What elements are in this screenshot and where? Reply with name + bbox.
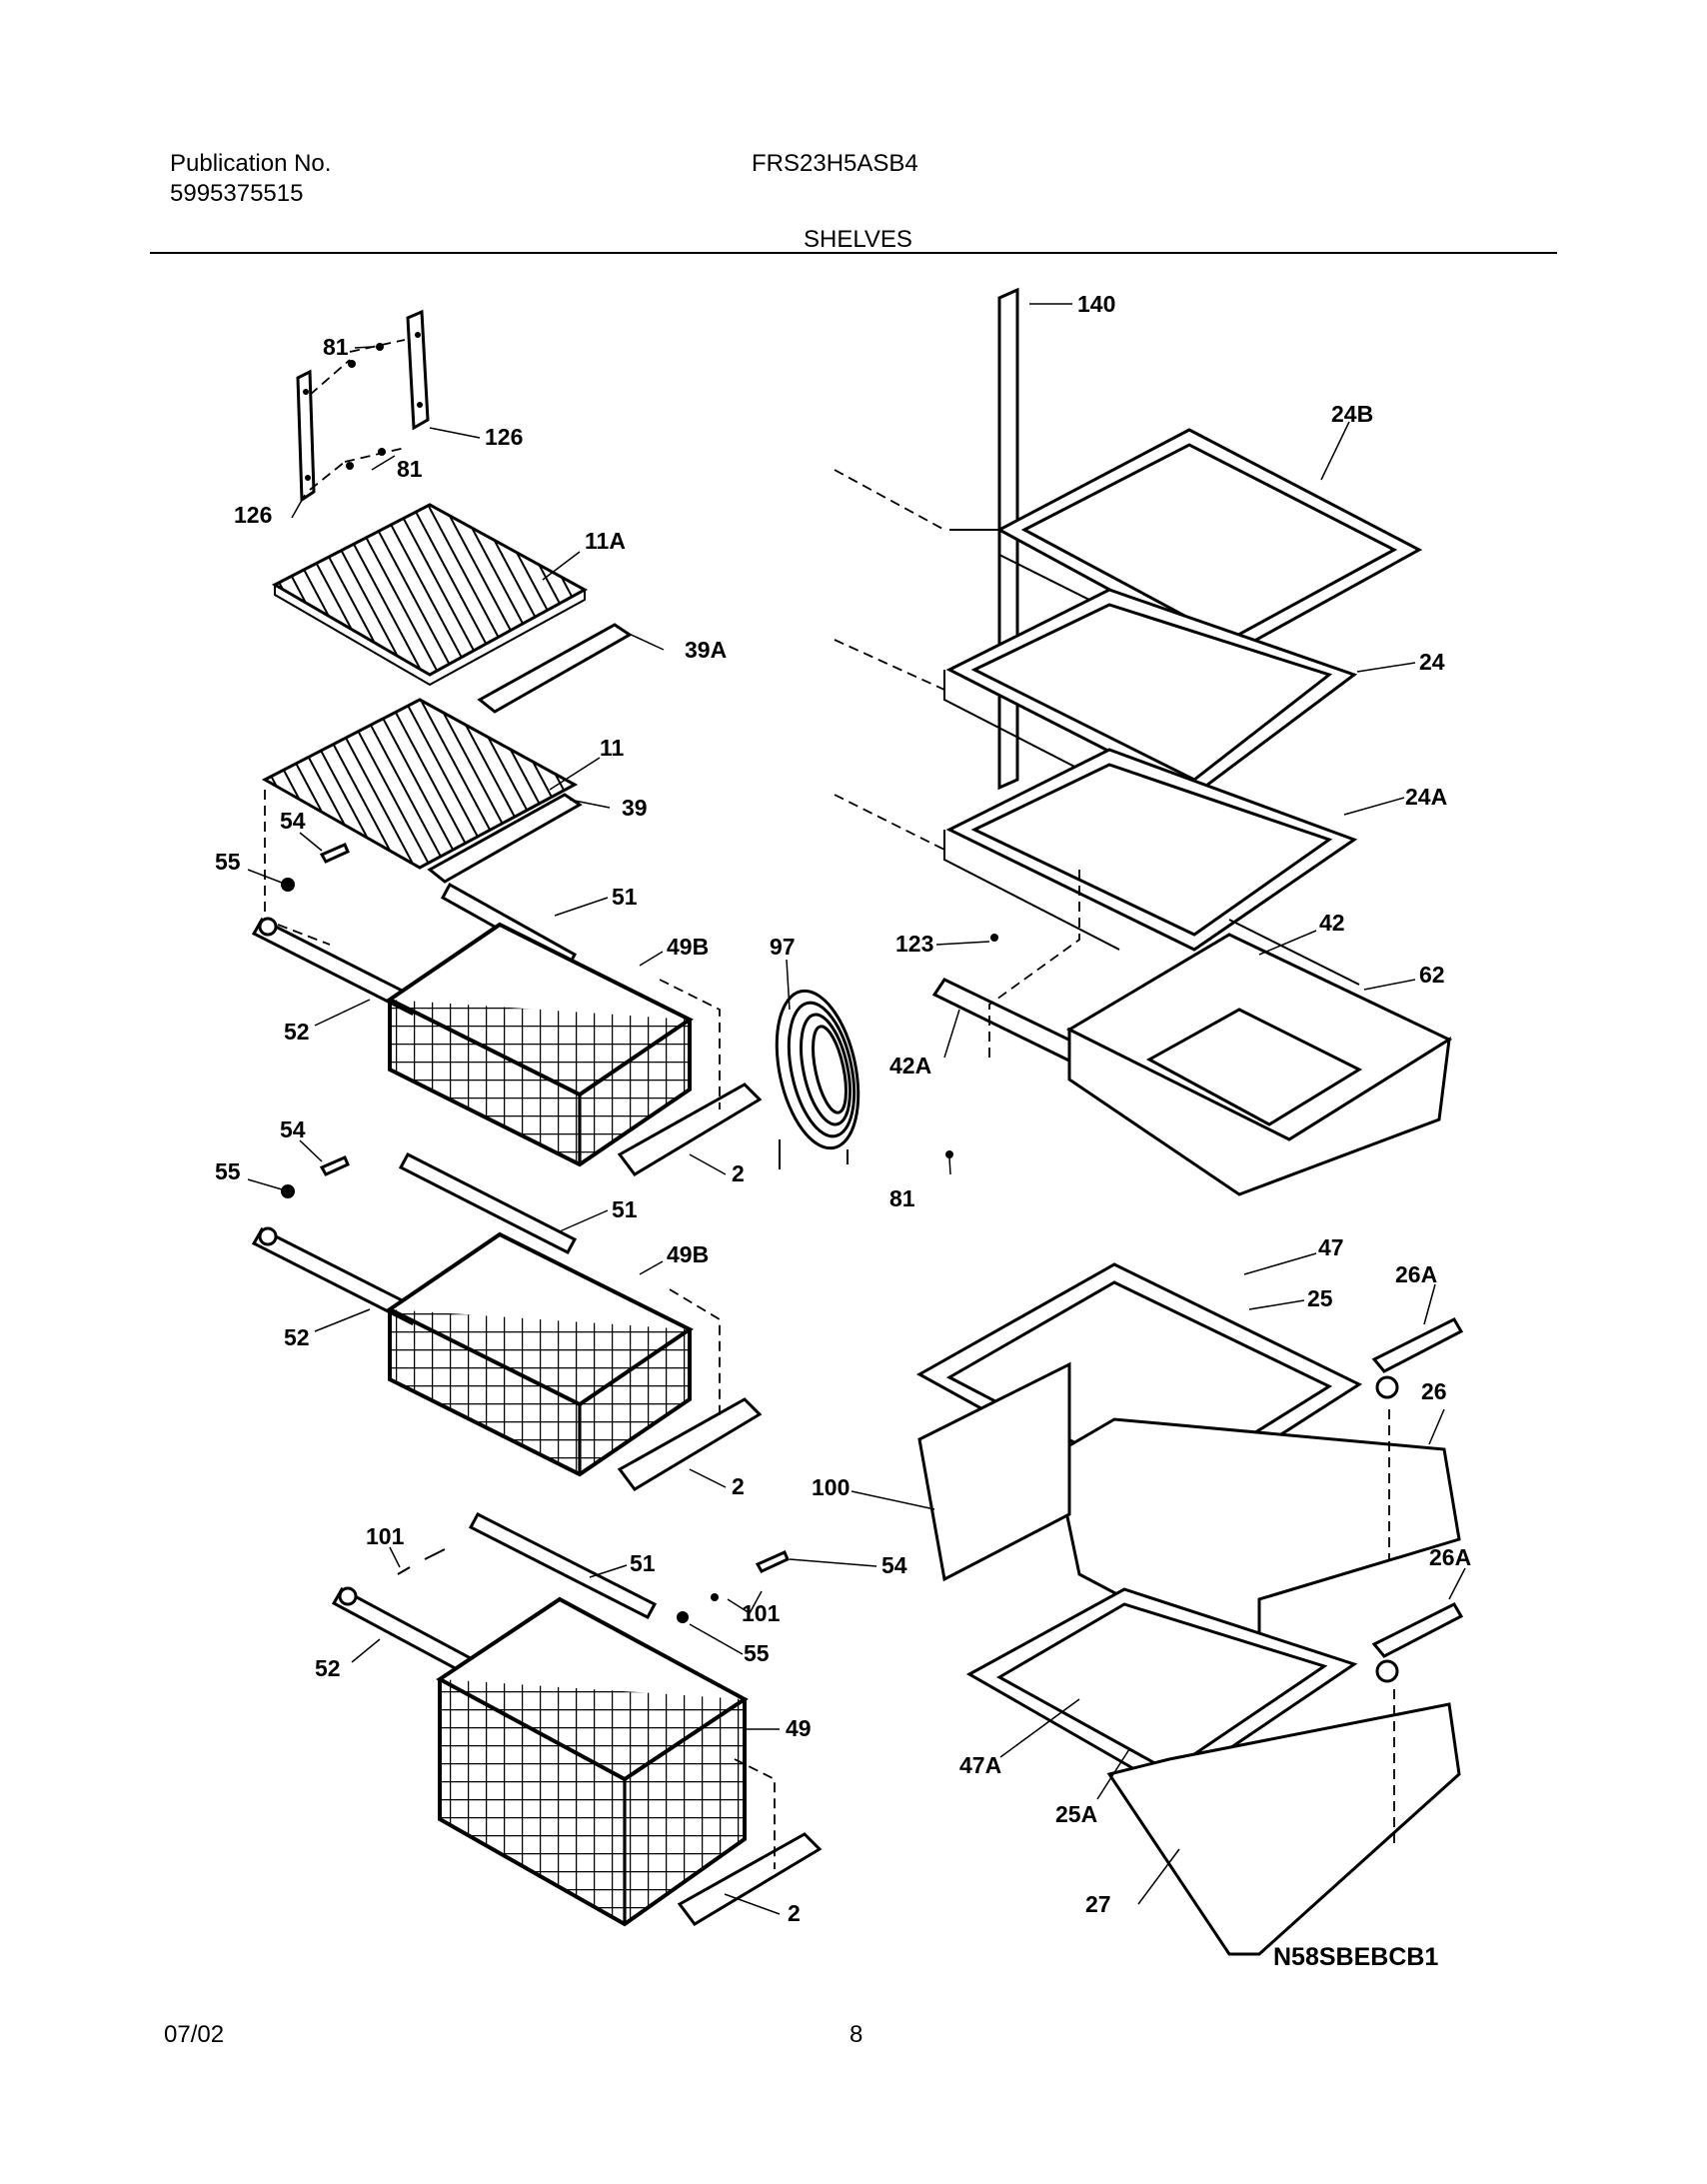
wire-basket-49b-a (386, 922, 694, 1167)
callout-label: 62 (1419, 962, 1445, 988)
callout-label: 2 (732, 1473, 745, 1499)
callout-label: 26A (1429, 1544, 1471, 1570)
crisper-pan-62 (1065, 933, 1453, 1196)
guide-line (734, 1758, 776, 1869)
callout-label: 81 (889, 1185, 915, 1211)
coil-97 (775, 989, 860, 1169)
callout-label: 126 (485, 424, 523, 450)
callout-label: 47 (1318, 1234, 1344, 1260)
callout-label: 126 (234, 502, 272, 528)
callout-label: 51 (630, 1550, 656, 1576)
bracket-126-upper (406, 309, 430, 431)
callout-label: 24A (1405, 784, 1447, 810)
callout-label: 25 (1307, 1285, 1333, 1311)
bracket-26a-lower (1371, 1602, 1464, 1683)
nut-55-a (281, 878, 295, 892)
callout-label: 24B (1331, 401, 1373, 427)
slide-51-c (468, 1511, 658, 1620)
callout-label: 24 (1419, 649, 1445, 675)
callout-label: 11 (600, 735, 625, 761)
callout-label: 55 (744, 1640, 770, 1666)
callout-label: 81 (323, 334, 349, 360)
callout-label: 52 (284, 1019, 310, 1045)
callout-label: 54 (881, 1552, 907, 1578)
callout-label: 51 (612, 1196, 638, 1222)
header-rule (150, 252, 1557, 254)
callout-label: 2 (788, 1900, 801, 1926)
callout-label: 97 (770, 934, 796, 960)
callout-label: 39A (685, 637, 727, 663)
screw-54-a (319, 843, 350, 864)
callout-label: 27 (1085, 1891, 1111, 1917)
callout-label: 54 (280, 1116, 306, 1142)
callout-label: 49B (667, 1241, 709, 1267)
publication-number: 5995375515 (170, 180, 304, 207)
slide-51-b (398, 1151, 578, 1255)
callout-label: 52 (284, 1324, 310, 1350)
rail-42 (1228, 919, 1360, 986)
drawer-27 (1106, 1702, 1461, 1956)
wire-shelf-11a (271, 503, 589, 687)
footer-date: 07/02 (164, 2021, 225, 2048)
callout-label: 47A (959, 1752, 1001, 1778)
callout-label: 52 (315, 1655, 341, 1681)
guide-line (1388, 1409, 1395, 1844)
publication-label: Publication No. (170, 150, 332, 177)
guide-line (834, 469, 945, 851)
trim-39 (427, 793, 583, 884)
trim-2-b (617, 1397, 763, 1491)
callout-label: 49 (786, 1715, 812, 1741)
leader-lines (247, 303, 1466, 1915)
screw-54-c (755, 1550, 790, 1573)
guide-line (669, 1288, 721, 1419)
wire-basket-49b-b (386, 1231, 694, 1477)
wire-shelf-11 (261, 698, 579, 870)
trim-39a (477, 623, 633, 714)
guide-line (659, 979, 721, 1109)
guide-line (988, 870, 1080, 1060)
glass-cover-47a (965, 1587, 1358, 1791)
callout-label: 101 (366, 1523, 405, 1549)
screw-81-set (309, 339, 406, 491)
diagram-code: N58SBEBCB1 (1273, 1943, 1438, 1971)
bracket-26a-upper (1371, 1317, 1464, 1399)
nut-55-c (677, 1611, 689, 1623)
callout-label: 26A (1395, 1261, 1437, 1287)
callout-label: 55 (215, 849, 241, 875)
callout-label: 2 (732, 1160, 745, 1186)
callout-label: 42A (889, 1053, 931, 1079)
callout-label: 26 (1421, 1378, 1447, 1404)
model-number: FRS23H5ASB4 (752, 150, 918, 177)
callout-label: 39 (622, 795, 648, 821)
callout-label: 81 (397, 456, 423, 482)
screw-81-b (945, 1150, 953, 1158)
screw-54-b (319, 1155, 350, 1176)
cover-plate-100 (917, 1361, 1071, 1582)
screw-123 (990, 934, 998, 942)
callout-label: 54 (280, 808, 306, 834)
callout-label: 101 (742, 1600, 781, 1626)
trim-2-a (617, 1083, 763, 1176)
callout-label: 100 (812, 1474, 850, 1500)
callout-label: 25A (1055, 1801, 1097, 1827)
callout-label: 140 (1077, 291, 1115, 317)
callout-label: 49B (667, 934, 709, 960)
wire-basket-49 (436, 1596, 749, 1927)
callout-label: 55 (215, 1158, 241, 1184)
callout-label: 51 (612, 884, 638, 910)
trim-2-c (677, 1832, 823, 1926)
section-title: SHELVES (804, 226, 912, 253)
glass-shelf-24a (943, 748, 1358, 952)
callout-label: 123 (895, 931, 933, 957)
callout-label: 42 (1319, 910, 1345, 936)
rail-42a (931, 978, 1092, 1068)
screw-101-left (397, 1548, 446, 1575)
screw-101-right (711, 1593, 719, 1601)
nut-55-b (281, 1184, 295, 1198)
page-number: 8 (850, 2021, 863, 2048)
callout-label: 11A (585, 528, 626, 554)
bracket-126-lower (296, 369, 316, 503)
